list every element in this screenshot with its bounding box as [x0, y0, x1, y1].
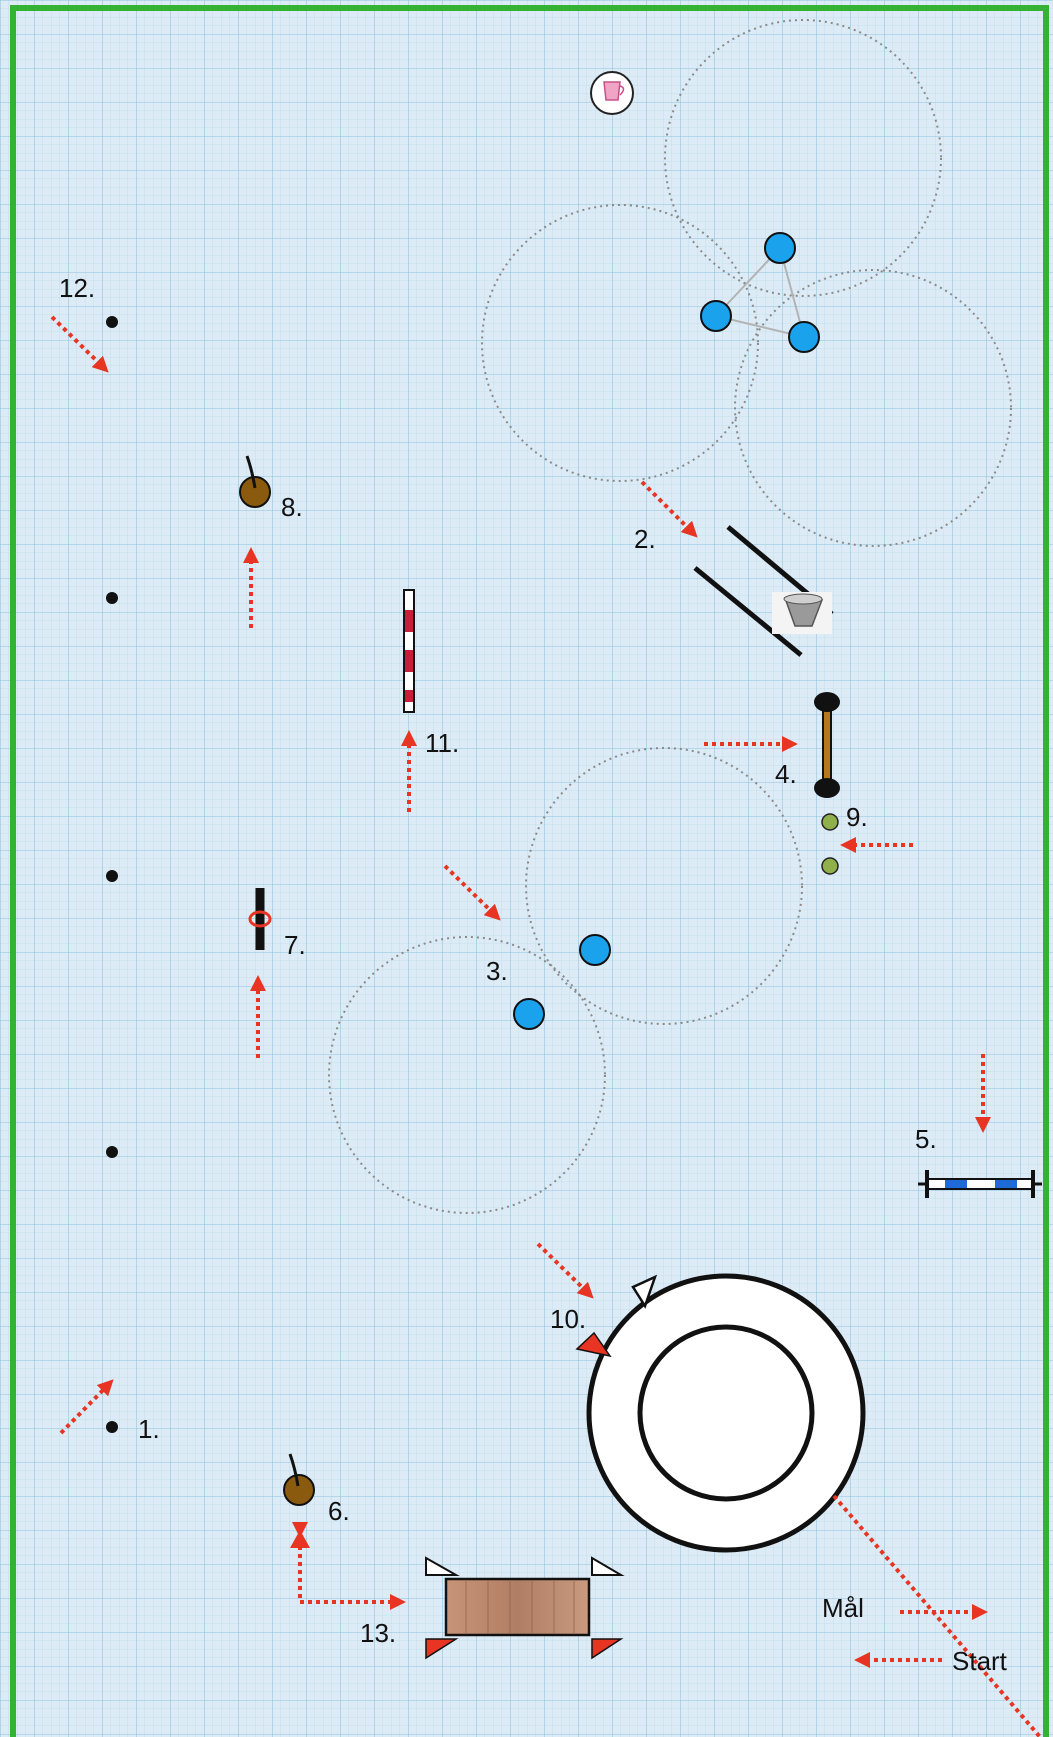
label-station-7: 7. [284, 930, 306, 960]
cone [701, 301, 731, 331]
waypoint-dot [106, 1146, 118, 1158]
green-marker [822, 858, 838, 874]
label-station-9: 9. [846, 802, 868, 832]
waypoint-dot [106, 1421, 118, 1433]
label-station-13: 13. [360, 1618, 396, 1648]
cone [765, 233, 795, 263]
label-station-1: 1. [138, 1414, 160, 1444]
label-start: Start [952, 1646, 1008, 1676]
label-finish: Mål [822, 1593, 864, 1623]
bucket-icon [772, 592, 832, 634]
cone [789, 322, 819, 352]
green-marker [822, 814, 838, 830]
label-station-6: 6. [328, 1496, 350, 1526]
waypoint-dot [106, 870, 118, 882]
cone [580, 935, 610, 965]
label-station-8: 8. [281, 492, 303, 522]
cone [514, 999, 544, 1029]
label-station-5: 5. [915, 1124, 937, 1154]
striped-pole-obstacle [404, 590, 414, 712]
label-station-4: 4. [775, 759, 797, 789]
label-station-3: 3. [486, 956, 508, 986]
label-station-12: 12. [59, 273, 95, 303]
trophy-icon [591, 72, 633, 114]
waypoint-dot [106, 592, 118, 604]
label-station-10: 10. [550, 1304, 586, 1334]
label-station-11: 11. [425, 728, 459, 758]
label-station-2: 2. [634, 524, 656, 554]
waypoint-dot [106, 316, 118, 328]
